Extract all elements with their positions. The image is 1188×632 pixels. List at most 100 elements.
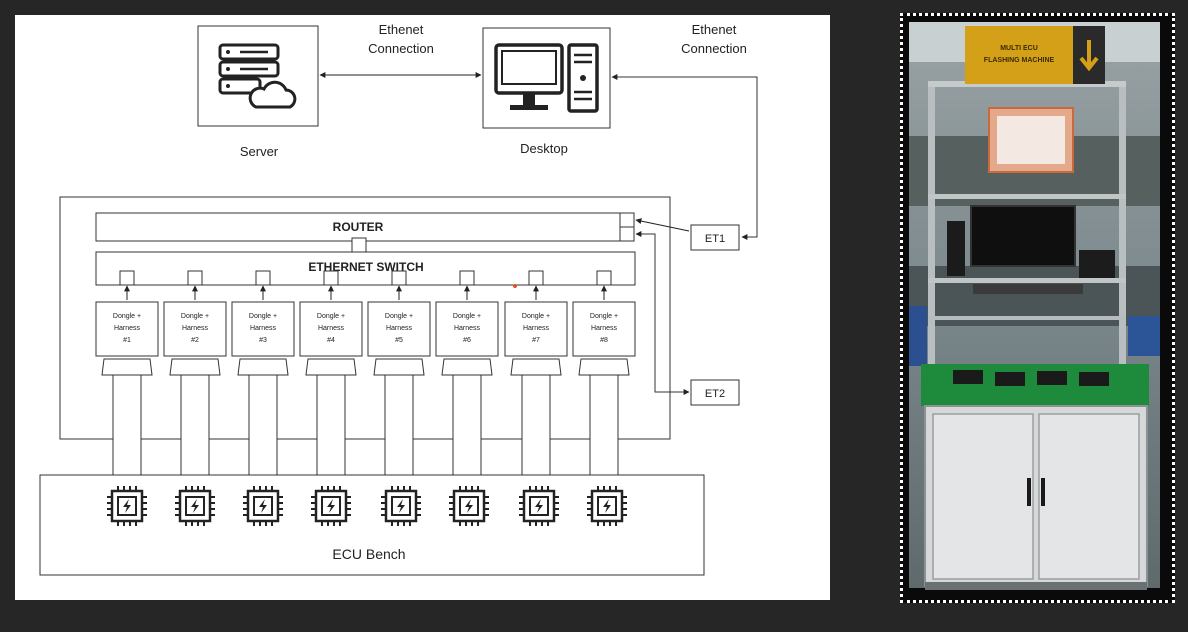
dongle-number: #1 <box>123 337 131 344</box>
et2-box <box>690 379 740 406</box>
router-port-1 <box>619 212 635 228</box>
dongle-label-line2: Harness <box>318 325 345 332</box>
dongle-harness-box <box>299 301 363 357</box>
harness-cable <box>248 374 278 476</box>
et2-label: ET2 <box>705 388 725 400</box>
dongle-harness-box <box>95 301 159 357</box>
dongle-harness-box <box>572 301 636 357</box>
dongle-label-line2: Harness <box>386 325 413 332</box>
harness-connector <box>578 358 630 376</box>
dongle-harness-box <box>163 301 227 357</box>
harness-connector <box>510 358 562 376</box>
dongle-label-line2: Harness <box>250 325 277 332</box>
ecu-fixture <box>1037 371 1067 385</box>
dongle-number: #4 <box>327 337 335 344</box>
harness-connector <box>441 358 493 376</box>
dongle-number: #3 <box>259 337 267 344</box>
server-cloud-icon <box>218 43 297 109</box>
server-label: Server <box>240 144 279 159</box>
dongle-label-line2: Harness <box>454 325 481 332</box>
machine-photo: MULTI ECU FLASHING MACHINE <box>900 13 1175 603</box>
system-diagram: Server Desktop Ethenet Connection Ethene… <box>15 15 830 600</box>
sign-line1: MULTI ECU <box>1000 45 1038 52</box>
channel-8: Dongle + Harness #8 <box>572 270 636 476</box>
ethernet-switch-box <box>95 251 636 286</box>
door-handle-left <box>1027 478 1031 506</box>
harness-connector <box>373 358 425 376</box>
door-handle-right <box>1041 478 1045 506</box>
dongle-label-line2: Harness <box>182 325 209 332</box>
dongle-label-line1: Dongle + <box>453 313 481 320</box>
switch-port <box>187 270 203 286</box>
switch-port <box>255 270 271 286</box>
dongle-label-line1: Dongle + <box>385 313 413 320</box>
ecu-chip-icon <box>517 484 561 528</box>
channel-2: Dongle + Harness #2 <box>163 270 227 476</box>
channel-4: Dongle + Harness #4 <box>299 270 363 476</box>
ecu-fixture <box>953 370 983 384</box>
dongle-label-line1: Dongle + <box>590 313 618 320</box>
harness-connector <box>305 358 357 376</box>
background-blue-bin <box>1128 316 1160 356</box>
harness-connector <box>169 358 221 376</box>
dongle-label-line1: Dongle + <box>113 313 141 320</box>
harness-cable <box>180 374 210 476</box>
dongle-number: #7 <box>532 337 540 344</box>
dongle-number: #6 <box>463 337 471 344</box>
shelf-top <box>928 194 1126 199</box>
document-sheet <box>997 116 1065 164</box>
et1-label: ET1 <box>705 233 725 245</box>
harness-cable <box>112 374 142 476</box>
ecu-chip-icon <box>309 484 353 528</box>
switch-port <box>323 270 339 286</box>
ecu-chip-icon <box>173 484 217 528</box>
shelf-middle <box>928 278 1126 283</box>
down-arrow-icon <box>1079 40 1099 72</box>
dongle-harness-box <box>231 301 295 357</box>
channel-5: Dongle + Harness #5 <box>367 270 431 476</box>
dongle-label-line1: Dongle + <box>317 313 345 320</box>
channel-1: Dongle + Harness #1 <box>95 270 159 476</box>
sign-line2: FLASHING MACHINE <box>984 57 1055 64</box>
frame-upright-left <box>928 81 935 441</box>
dongle-label-line2: Harness <box>114 325 141 332</box>
dongle-label-line1: Dongle + <box>522 313 550 320</box>
harness-connector <box>101 358 153 376</box>
ecu-chip-icon <box>105 484 149 528</box>
connection-right-label-line2: Connection <box>681 41 747 56</box>
et1-router-connection <box>635 218 690 232</box>
harness-connector <box>237 358 289 376</box>
cabinet-door-right <box>1038 413 1140 580</box>
monitor <box>970 205 1076 267</box>
ecu-chip-icon <box>241 484 285 528</box>
switch-port <box>596 270 612 286</box>
keyboard <box>973 284 1083 294</box>
dongle-label-line1: Dongle + <box>181 313 209 320</box>
ecu-bench-label: ECU Bench <box>332 546 405 562</box>
channel-3: Dongle + Harness #3 <box>231 270 295 476</box>
dongle-label-line1: Dongle + <box>249 313 277 320</box>
connection-left-label-line2: Connection <box>368 41 434 56</box>
harness-cable <box>589 374 619 476</box>
connection-left-label-line1: Ethenet <box>379 22 424 37</box>
ecu-chip-icon <box>447 484 491 528</box>
device-box <box>1079 250 1115 278</box>
desktop-computer-icon <box>494 43 599 113</box>
router-switch-link <box>351 237 367 253</box>
channel-7: Dongle + Harness #7 <box>504 270 568 476</box>
et1-box <box>690 224 740 251</box>
harness-cable <box>521 374 551 476</box>
router-port-2 <box>619 226 635 242</box>
connection-right-label-line1: Ethenet <box>692 22 737 37</box>
frame-upright-right <box>1119 81 1126 441</box>
dongle-harness-box <box>435 301 499 357</box>
dongle-number: #8 <box>600 337 608 344</box>
harness-cable <box>316 374 346 476</box>
desktop-label: Desktop <box>520 141 568 156</box>
switch-port <box>528 270 544 286</box>
harness-cable <box>452 374 482 476</box>
dongle-harness-box <box>367 301 431 357</box>
cabinet-base <box>925 582 1147 590</box>
dongle-label-line2: Harness <box>591 325 618 332</box>
et2-router-connection <box>635 231 690 395</box>
